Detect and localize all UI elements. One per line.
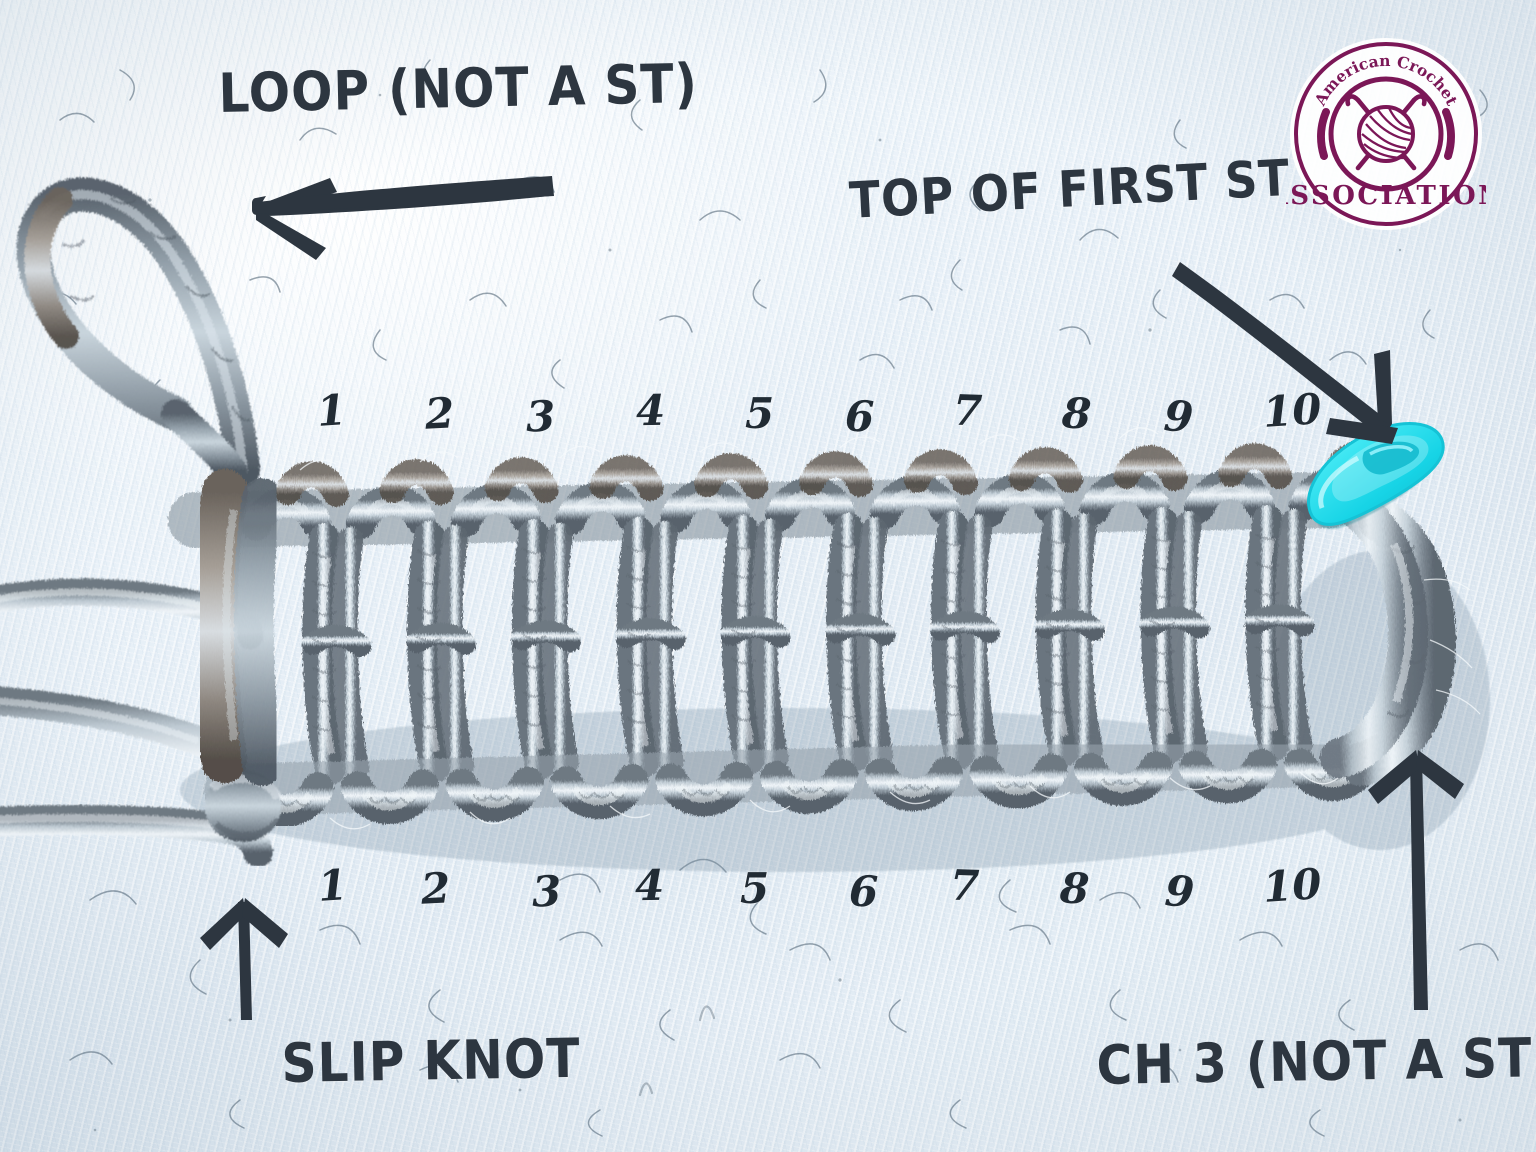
starting-loop <box>16 177 260 487</box>
stitch-post <box>301 523 372 785</box>
foundation-chain-stitch <box>550 764 649 819</box>
stitch-number: 4 <box>635 385 666 436</box>
foundation-chain-stitch <box>1074 751 1173 806</box>
stitch-number: 7 <box>949 860 981 911</box>
stitch-number: 5 <box>745 389 775 438</box>
top-chain-stitch <box>555 455 664 535</box>
stitch-number: 7 <box>952 385 984 436</box>
loop-label: LOOP (NOT A ST) <box>218 51 699 125</box>
arrow-up-icon-right <box>1368 750 1464 1010</box>
stitch-number: 9 <box>1162 391 1195 442</box>
stitch-number: 10 <box>1261 384 1324 437</box>
stitch-post <box>1244 505 1315 762</box>
stitch-number: 2 <box>423 388 456 439</box>
stitch-post <box>825 513 896 772</box>
ch3-label: CH 3 (NOT A ST) <box>1096 1025 1536 1097</box>
foundation-chain-stitch <box>445 766 544 822</box>
stitch-marker[interactable] <box>1286 404 1458 554</box>
foundation-chain-stitch <box>969 753 1068 809</box>
arrow-diagonal-down-right-icon <box>1172 262 1398 444</box>
foundation-chain-stitch <box>655 761 754 817</box>
american-crochet-association-logo[interactable]: American Crochet <box>1267 34 1502 234</box>
foundation-chain-stitch <box>340 769 439 825</box>
turning-chain-3 <box>1320 488 1456 786</box>
top-chain-stitch <box>1079 445 1188 525</box>
stitch-post <box>930 511 1001 770</box>
stitch-number: 3 <box>531 866 563 917</box>
top-chain-stitch <box>974 447 1083 527</box>
stitch-number: 1 <box>316 860 349 911</box>
stitch-number: 9 <box>1163 866 1196 917</box>
stitch-number: 8 <box>1060 388 1093 439</box>
stitch-number: 1 <box>315 385 348 436</box>
stitch-number: 10 <box>1261 859 1324 912</box>
double-crochet-posts <box>301 505 1315 785</box>
left-edge-column <box>191 469 282 786</box>
foundation-chain-stitch <box>1179 748 1278 804</box>
foundation-chain-stitch <box>864 756 963 812</box>
top-chain-stitch <box>1184 443 1293 523</box>
stitch-number: 5 <box>740 864 770 913</box>
arrow-up-icon-left <box>200 898 288 1020</box>
stitch-post <box>1035 509 1105 767</box>
arrow-left-icon <box>252 176 554 260</box>
stitch-number: 6 <box>844 391 875 442</box>
logo-bottom-text: ASSOCIATION <box>1286 181 1486 211</box>
top-chain-stitch <box>660 453 769 533</box>
top-chain-stitch <box>345 459 454 539</box>
top-chain-stitch <box>869 449 978 529</box>
slip-knot-label: SLIP KNOT <box>281 1026 582 1095</box>
stitch-number: 6 <box>848 866 879 917</box>
foundation-chain-stitch <box>760 759 858 814</box>
top-chain-stitch <box>765 451 873 531</box>
stitch-number: 8 <box>1058 863 1091 914</box>
stitch-number: 4 <box>634 860 665 911</box>
stitch-number: 3 <box>525 391 557 442</box>
stitch-post <box>511 519 581 780</box>
stitch-post <box>1139 507 1210 765</box>
stitch-post <box>615 517 686 778</box>
foundation-chain-row <box>204 734 1382 827</box>
top-chain-stitch <box>450 457 559 537</box>
stitch-number: 2 <box>419 863 452 914</box>
stitch-post <box>720 515 791 775</box>
yarn-halo-fibers <box>299 422 1481 830</box>
stitch-post <box>406 521 477 783</box>
